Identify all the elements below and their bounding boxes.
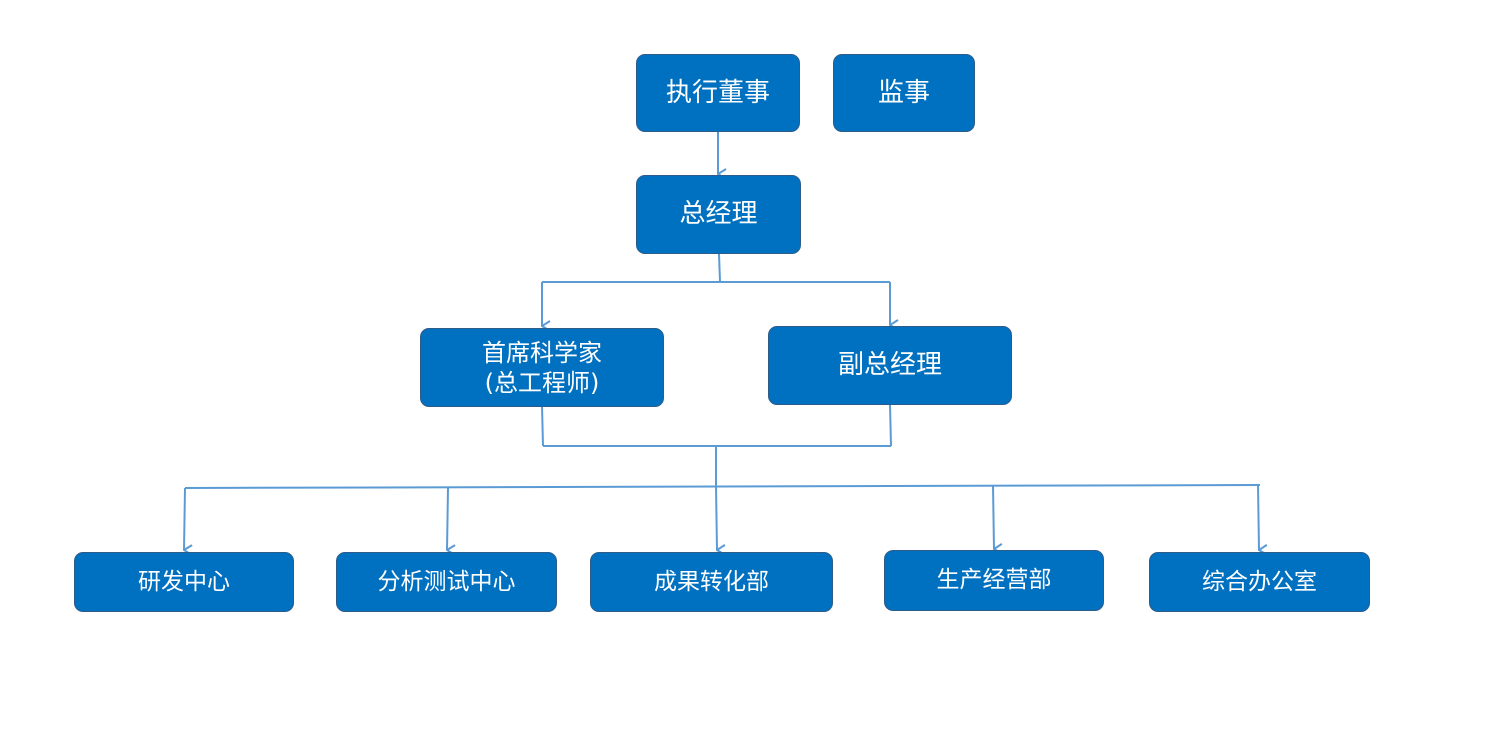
general-office-box[interactable]: 综合办公室: [1149, 552, 1370, 612]
production-operations-dept-label: 生产经营部: [936, 567, 1052, 594]
tech-transfer-dept-box[interactable]: 成果转化部: [590, 552, 833, 612]
executive-director-label: 执行董事: [665, 77, 770, 108]
chief-scientist-sublabel: (总工程师): [484, 368, 600, 397]
executive-director-box[interactable]: 执行董事: [636, 54, 800, 132]
connector-gm-stem: [718, 253, 721, 283]
chief-scientist-box[interactable]: 首席科学家 (总工程师): [420, 328, 664, 407]
chief-scientist-label: 首席科学家: [482, 338, 602, 367]
connector-to-general-office: [1257, 484, 1259, 550]
connector-chief-scientist-stem: [541, 405, 544, 447]
connector-to-rd-center: [184, 487, 185, 550]
connector-to-production-operations-dept: [992, 484, 994, 549]
connector-department-bar: [184, 484, 1261, 489]
general-office-label: 综合办公室: [1202, 568, 1317, 595]
general-manager-box[interactable]: 总经理: [636, 175, 801, 254]
connector-to-tech-transfer-dept: [715, 485, 717, 550]
tech-transfer-dept-label: 成果转化部: [654, 568, 769, 595]
supervisor-label: 监事: [877, 77, 930, 108]
deputy-general-manager-label: 副总经理: [837, 350, 942, 381]
general-manager-label: 总经理: [679, 199, 758, 230]
analysis-testing-center-label: 分析测试中心: [377, 568, 516, 595]
connector-deputy-stem: [889, 403, 892, 447]
analysis-testing-center-box[interactable]: 分析测试中心: [336, 552, 557, 612]
supervisor-box[interactable]: 监事: [833, 54, 975, 132]
deputy-general-manager-box[interactable]: 副总经理: [768, 326, 1012, 405]
production-operations-dept-box[interactable]: 生产经营部: [884, 550, 1104, 611]
connector-to-analysis-testing-center: [447, 487, 448, 550]
rd-center-box[interactable]: 研发中心: [74, 552, 294, 612]
rd-center-label: 研发中心: [138, 568, 230, 595]
